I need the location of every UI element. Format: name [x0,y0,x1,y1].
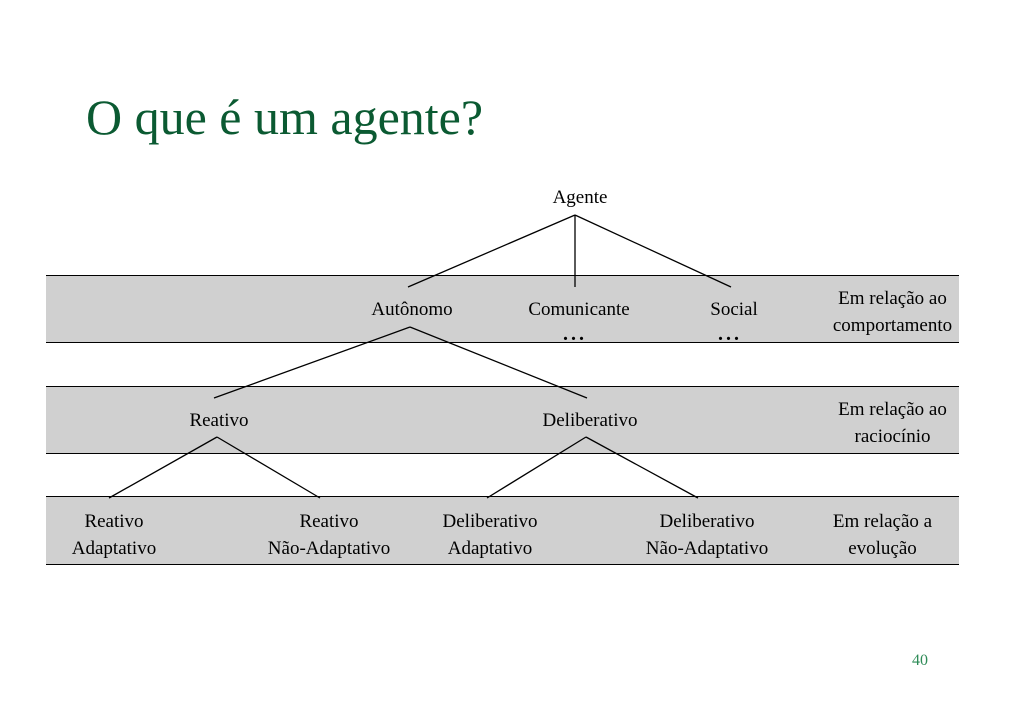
band-label-evolution-line1: Em relação a [832,511,933,532]
band-label-reasoning-line2: raciocínio [854,426,931,447]
node-reativo: Reativo [175,407,263,434]
link-reativo-nao-adaptativo [216,436,321,499]
band-evolution [46,496,959,565]
node-reativo-adaptativo-line1: Reativo [84,511,144,532]
node-autonomo: Autônomo [357,296,467,323]
social-ellipsis: ... [718,323,742,345]
band-reasoning [46,386,959,454]
node-deliberativo-nao-adaptativo-line2: Não-Adaptativo [645,538,769,559]
link-autonomo-reativo [213,326,411,399]
node-reativo-nao-adaptativo-line2: Não-Adaptativo [267,538,391,559]
link-reativo-adaptativo [108,436,218,499]
node-comunicante-label: Comunicante [528,299,630,320]
node-reativo-label: Reativo [189,410,249,431]
link-deliberativo-adaptativo [486,436,587,499]
band-label-behavior-line2: comportamento [832,315,953,336]
node-reativo-nao-adaptativo: Reativo Não-Adaptativo [250,508,408,562]
link-autonomo-deliberativo [409,326,588,399]
node-deliberativo-label: Deliberativo [542,410,638,431]
node-deliberativo-adaptativo-line1: Deliberativo [442,511,538,532]
node-social: Social [700,296,768,323]
node-agente: Agente [545,184,615,211]
band-label-behavior-line1: Em relação ao [838,288,947,309]
node-deliberativo-nao-adaptativo: Deliberativo Não-Adaptativo [628,508,786,562]
node-deliberativo-adaptativo-line2: Adaptativo [447,538,533,559]
node-deliberativo-adaptativo: Deliberativo Adaptativo [425,508,555,562]
band-label-evolution-line2: evolução [848,538,917,559]
band-behavior [46,275,959,343]
band-label-evolution: Em relação a evolução [805,508,960,562]
link-deliberativo-nao-adaptativo [585,436,699,499]
node-reativo-adaptativo-line2: Adaptativo [71,538,157,559]
link-agente-social [574,214,732,288]
node-comunicante: Comunicante [514,296,644,323]
link-agente-autonomo [407,214,576,288]
node-reativo-adaptativo: Reativo Adaptativo [52,508,176,562]
node-agente-label: Agente [552,187,608,208]
band-label-reasoning: Em relação ao raciocínio [815,396,970,450]
node-deliberativo-nao-adaptativo-line1: Deliberativo [659,511,755,532]
band-label-reasoning-line1: Em relação ao [838,399,947,420]
node-social-label: Social [710,299,758,320]
node-autonomo-label: Autônomo [371,299,453,320]
node-deliberativo: Deliberativo [528,407,652,434]
band-label-behavior: Em relação ao comportamento [815,285,970,339]
page-number: 40 [912,652,928,669]
node-reativo-nao-adaptativo-line1: Reativo [299,511,359,532]
comunicante-ellipsis: ... [563,323,587,345]
slide-title: O que é um agente? [86,89,484,145]
